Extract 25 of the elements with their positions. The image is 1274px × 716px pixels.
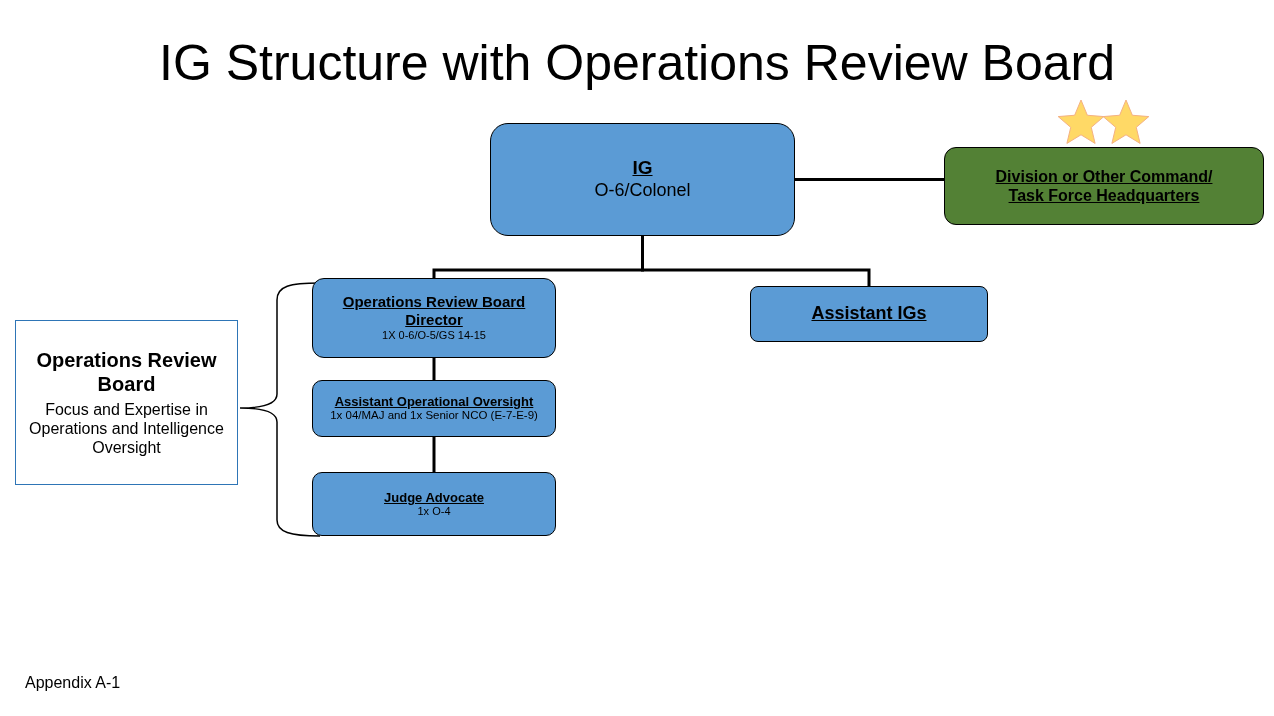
- node-text: 1X 0-6/O-5/GS 14-15: [382, 329, 486, 343]
- connector-line: [432, 437, 436, 472]
- connector-line: [641, 236, 871, 286]
- node-heading: Judge Advocate: [384, 489, 484, 506]
- node-heading: IG: [632, 157, 653, 181]
- connector-line: [795, 178, 944, 181]
- node-heading: Operations Review Board Director: [341, 293, 527, 330]
- org-box: [312, 472, 556, 536]
- connector-line: [432, 358, 436, 380]
- node-text: Focus and Expertise in Operations and Intelligence Oversight: [28, 399, 225, 458]
- title: IG Structure with Operations Review Board: [158, 36, 1116, 91]
- org-box: [750, 286, 988, 342]
- org-box: [944, 147, 1264, 225]
- node-text: O-6/Colonel: [594, 180, 691, 202]
- org-box: [312, 278, 556, 358]
- node-text: 1x O-4: [417, 505, 451, 519]
- org-box: [312, 380, 556, 437]
- node-heading: Assistant Operational Oversight: [334, 393, 534, 410]
- node-heading: Division or Other Command/ Task Force Headquarters: [994, 166, 1214, 206]
- org-box: [490, 123, 795, 236]
- node-text: 1x 04/MAJ and 1x Senior NCO (E-7-E-9): [330, 409, 538, 424]
- node-heading: Operations Review Board: [35, 347, 218, 396]
- info-box: [15, 320, 238, 485]
- node-heading: Assistant IGs: [811, 303, 927, 325]
- footnote: Appendix A-1: [25, 674, 121, 692]
